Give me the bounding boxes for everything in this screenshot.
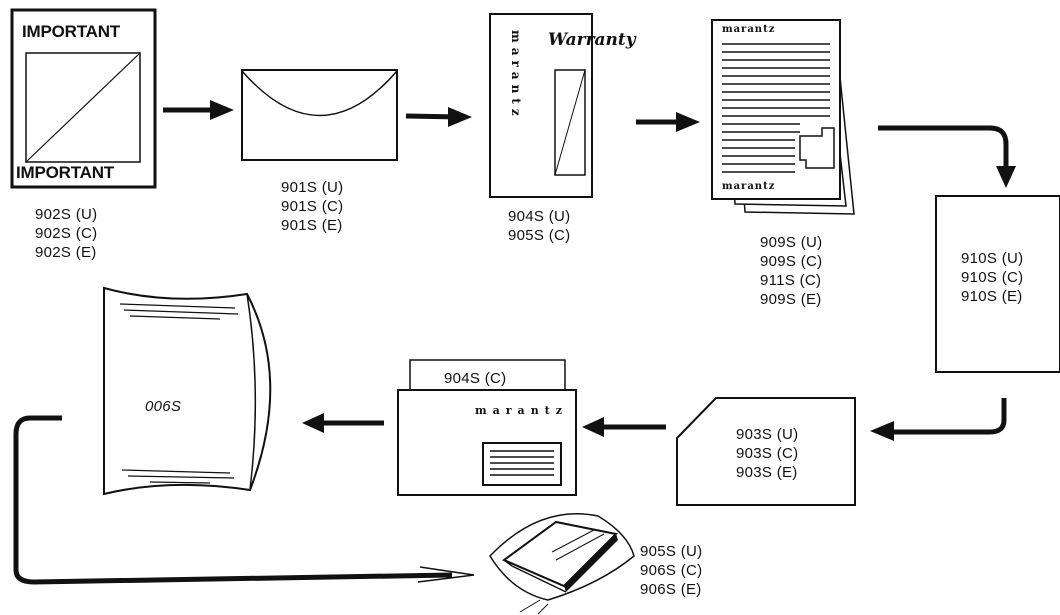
code: 909S (E)	[760, 291, 822, 308]
manual-brand-top: marantz	[722, 24, 776, 35]
arrow-6	[582, 417, 666, 437]
code: 901S (C)	[281, 198, 344, 215]
code: 909S (U)	[760, 234, 823, 251]
code: 910S (C)	[961, 269, 1024, 286]
envelope-pair-label: 904S (C)	[444, 370, 507, 387]
envelope-codes: 901S (U) 901S (C) 901S (E)	[281, 178, 343, 235]
code: 905S (U)	[640, 543, 703, 560]
code: 902S (C)	[35, 225, 98, 242]
pad-shape	[489, 513, 635, 615]
code: 909S (C)	[760, 253, 823, 270]
code: 903S (C)	[736, 445, 799, 462]
card-codes: 903S (U) 903S (C) 903S (E)	[736, 425, 798, 482]
manual-stack-shape	[711, 19, 855, 215]
code: 910S (E)	[961, 288, 1023, 305]
code: 906S (C)	[640, 562, 703, 579]
manual-brand-bottom: marantz	[722, 181, 776, 192]
manual-codes: 909S (U) 909S (C) 911S (C) 909S (E)	[760, 233, 822, 309]
code: 903S (E)	[736, 464, 798, 481]
arrow-7	[302, 413, 384, 433]
code: 902S (U)	[35, 206, 98, 223]
code: 903S (U)	[736, 426, 799, 443]
code: 905S (C)	[508, 227, 571, 244]
arrow-2	[405, 107, 472, 127]
notice-label-bottom: IMPORTANT	[16, 163, 114, 182]
arrow-5	[870, 398, 1007, 441]
arrow-3	[636, 112, 700, 132]
code: 901S (U)	[281, 179, 344, 196]
envelope-pair-brand: marantz	[475, 404, 569, 417]
pad-codes: 905S (U) 906S (C) 906S (E)	[640, 542, 702, 599]
arrow-8	[13, 415, 475, 585]
plain-sheet-shape	[935, 195, 1060, 373]
arrow-1	[163, 100, 234, 120]
code: 904S (U)	[508, 208, 571, 225]
bag-shape	[103, 286, 272, 496]
important-notice-shape	[10, 8, 157, 189]
code: 910S (U)	[961, 250, 1024, 267]
sheet-codes: 910S (U) 910S (C) 910S (E)	[961, 249, 1023, 306]
warranty-brand: marantz	[509, 30, 523, 121]
warranty-card-shape	[489, 13, 593, 198]
code: 906S (E)	[640, 581, 702, 598]
warranty-codes: 904S (U) 905S (C)	[508, 207, 570, 245]
envelope-shape	[241, 69, 398, 161]
code: 901S (E)	[281, 217, 343, 234]
code: 911S (C)	[760, 272, 822, 289]
code: 902S (E)	[35, 244, 97, 261]
arrow-4	[878, 125, 1016, 188]
envelope-pair-shape	[397, 359, 577, 496]
cut-corner-card-shape	[676, 397, 856, 506]
warranty-script: Warranty	[548, 30, 636, 50]
notice-label-top: IMPORTANT	[22, 22, 120, 41]
bag-label: 006S	[145, 398, 182, 415]
notice-codes: 902S (U) 902S (C) 902S (E)	[35, 205, 97, 262]
